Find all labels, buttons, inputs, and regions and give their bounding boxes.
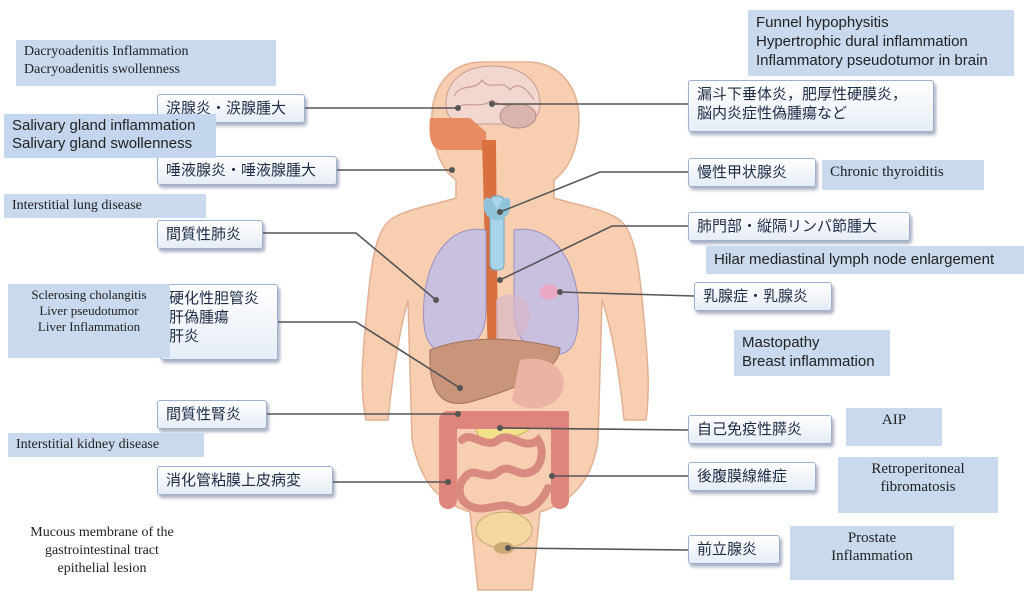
note-retro-line2: fibromatosis [880, 479, 956, 495]
note-breast-line1: Mastopathy [742, 334, 820, 351]
note-funnel-line3: Inflammatory pseudotumor in brain [756, 52, 988, 69]
small-intestine [455, 433, 552, 515]
label-kidney-jp-text: 間質性腎炎 [166, 405, 242, 423]
note-retro-line1: Retroperitoneal [871, 461, 965, 477]
label-lymph-jp-text: 肺門部・縦隔リンパ節腫大 [697, 217, 878, 235]
note-dacryoadenitis-line1: Dacryoadenitis Inflammation [24, 44, 189, 59]
label-gi-jp-text: 消化管粘膜上皮病変 [166, 471, 302, 489]
leader-lines [262, 103, 695, 551]
label-prostate-jp: 前立腺炎 [688, 535, 780, 564]
note-funnel: Funnel hypophysitis Hypertrophic dural i… [748, 10, 1014, 76]
left-lung [423, 228, 487, 351]
label-gi-jp: 消化管粘膜上皮病変 [157, 466, 333, 495]
label-prostate-jp-text: 前立腺炎 [697, 540, 758, 558]
leader-prostate [507, 547, 689, 551]
label-lacrimal-jp-text: 涙腺炎・涙腺腫大 [166, 99, 287, 117]
note-thyroid: Chronic thyroiditis [822, 160, 984, 190]
label-salivary-jp: 唾液腺炎・唾液腺腫大 [157, 156, 337, 185]
breast-gland [540, 284, 560, 300]
label-liver-jp-line1: 硬化性胆管炎 [169, 289, 260, 307]
label-lung-jp-text: 間質性肺炎 [166, 225, 242, 243]
leader-thyroid [499, 171, 688, 213]
label-lymph-jp: 肺門部・縦隔リンパ節腫大 [688, 212, 910, 241]
thyroid [483, 197, 511, 220]
label-pancreas-jp: 自己免疫性膵炎 [688, 415, 832, 444]
note-liver-line1: Sclerosing cholangitis [31, 287, 147, 302]
note-breast: Mastopathy Breast inflammation [734, 330, 890, 376]
note-prostate-line1: Prostate [847, 530, 897, 546]
label-breast-jp-text: 乳腺症・乳腺炎 [703, 287, 809, 305]
note-gi-line2: gastrointestinal tract [45, 543, 159, 558]
leader-lung [262, 232, 437, 301]
leader-lymph [499, 225, 688, 281]
note-hilar-text: Hilar mediastinal lymph node enlargement [714, 251, 995, 268]
leader-pancreas [499, 427, 689, 431]
note-salivary: Salivary gland inflammation Salivary gla… [4, 114, 216, 158]
note-funnel-line2: Hypertrophic dural inflammation [756, 33, 968, 50]
note-aip-text: AIP [881, 412, 907, 428]
label-pancreas-jp-text: 自己免疫性膵炎 [697, 420, 803, 438]
note-funnel-line1: Funnel hypophysitis [756, 14, 889, 31]
label-salivary-jp-text: 唾液腺炎・唾液腺腫大 [166, 161, 317, 179]
note-liver-line2: Liver pseudotumor [39, 303, 139, 318]
nasal-oral-cavity [429, 118, 486, 150]
note-salivary-line2: Salivary gland swollenness [12, 135, 193, 152]
note-thyroid-text: Chronic thyroiditis [830, 164, 944, 180]
note-kidney: Interstitial kidney disease [8, 433, 204, 457]
note-salivary-line1: Salivary gland inflammation [12, 117, 196, 134]
note-liver: Sclerosing cholangitis Liver pseudotumor… [8, 284, 170, 358]
cerebellum [499, 103, 537, 129]
label-pituitary-jp-line2: 脳内炎症性偽腫瘍など [697, 104, 848, 122]
note-gi: Mucous membrane of the gastrointestinal … [14, 524, 190, 578]
label-lacrimal-jp: 涙腺炎・涙腺腫大 [157, 94, 305, 123]
label-liver-jp-line3: 肝炎 [169, 327, 200, 345]
note-breast-line2: Breast inflammation [742, 353, 875, 370]
note-gi-line1: Mucous membrane of the [30, 525, 174, 540]
note-gi-line3: epithelial lesion [57, 561, 147, 576]
label-retro-jp: 後腹膜線維症 [688, 462, 816, 491]
note-prostate: Prostate Inflammation [790, 526, 954, 580]
note-kidney-text: Interstitial kidney disease [16, 437, 160, 452]
note-aip: AIP [846, 408, 942, 446]
colon [439, 411, 569, 509]
note-dacryoadenitis-line2: Dacryoadenitis swollenness [24, 62, 180, 77]
note-lung-text: Interstitial lung disease [12, 198, 142, 213]
note-retro: Retroperitoneal fibromatosis [838, 457, 998, 513]
label-kidney-jp: 間質性腎炎 [157, 400, 267, 429]
label-thyroid-jp: 慢性甲状腺炎 [688, 158, 816, 187]
label-pituitary-jp: 漏斗下垂体炎，肥厚性硬膜炎， 脳内炎症性偽腫瘍など [688, 80, 934, 132]
label-pituitary-jp-line1: 漏斗下垂体炎，肥厚性硬膜炎， [697, 85, 908, 103]
label-breast-jp: 乳腺症・乳腺炎 [694, 282, 832, 311]
leader-breast [559, 291, 695, 297]
label-thyroid-jp-text: 慢性甲状腺炎 [697, 163, 788, 181]
prostate-gland [494, 542, 514, 554]
heart [496, 294, 531, 350]
leader-liver [276, 321, 461, 389]
note-prostate-line2: Inflammation [831, 548, 913, 564]
stomach [512, 358, 564, 409]
note-dacryoadenitis: Dacryoadenitis Inflammation Dacryoadenit… [16, 40, 276, 86]
note-lung: Interstitial lung disease [4, 194, 206, 218]
label-liver-jp: 硬化性胆管炎 肝偽腫瘍 肝炎 [160, 284, 278, 360]
leader-endpoints [433, 101, 563, 551]
label-retro-jp-text: 後腹膜線維症 [697, 467, 788, 485]
note-liver-line3: Liver Inflammation [37, 319, 141, 334]
label-liver-jp-line2: 肝偽腫瘍 [169, 308, 230, 326]
note-hilar: Hilar mediastinal lymph node enlargement [706, 246, 1024, 274]
label-lung-jp: 間質性肺炎 [157, 220, 263, 249]
